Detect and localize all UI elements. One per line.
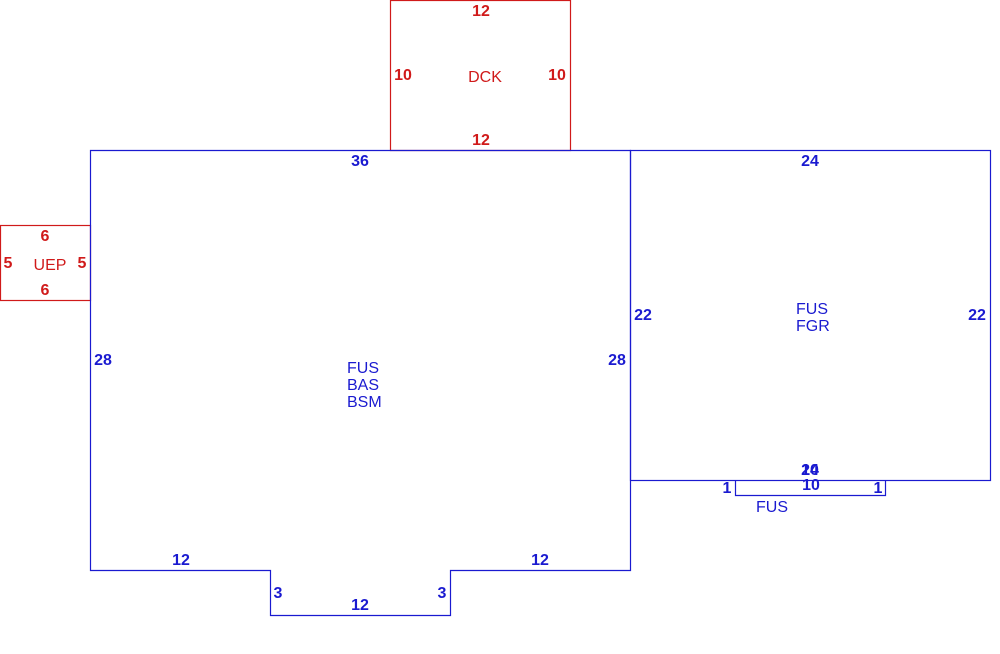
house-dim-bottom-right: 12 (531, 552, 549, 569)
garage-section: FUS FGR 24 22 22 24 10 (629, 149, 992, 482)
bay-dim-left: 1 (723, 480, 732, 497)
house-section: FUS BAS BSM 36 28 28 12 12 3 3 12 (89, 149, 632, 617)
house-label-line-2: BAS (347, 377, 379, 394)
bay-section: FUS 10 1 1 (723, 477, 887, 516)
bay-dim-top: 10 (802, 477, 820, 494)
garage-dim-bottom-b: 10 (801, 462, 819, 479)
porch-dim-bottom: 6 (41, 282, 50, 299)
house-dim-left: 28 (94, 352, 112, 369)
deck-dim-right: 10 (548, 67, 566, 84)
house-dim-notch-left: 3 (274, 585, 283, 602)
deck-dim-top: 12 (472, 3, 490, 20)
deck-dim-left: 10 (394, 67, 412, 84)
garage-dim-top: 24 (801, 153, 819, 170)
porch-dim-right: 5 (78, 255, 87, 272)
bay-outline (734, 480, 887, 497)
porch-dim-left: 5 (4, 255, 13, 272)
garage-label-line-1: FUS (796, 301, 828, 318)
garage-dim-left: 22 (634, 307, 652, 324)
porch-label: UEP (34, 257, 67, 274)
house-dim-right: 28 (608, 352, 626, 369)
porch-dim-top: 6 (41, 228, 50, 245)
deck-label: DCK (468, 69, 502, 86)
house-dim-bottom-left: 12 (172, 552, 190, 569)
garage-outline (629, 149, 992, 482)
house-dim-top: 36 (351, 153, 369, 170)
porch-section: UEP 6 5 5 6 (0, 224, 92, 302)
house-label-line-1: FUS (347, 360, 379, 377)
garage-dim-bottom-a: 24 (801, 462, 819, 479)
house-label-line-3: BSM (347, 394, 382, 411)
bay-dim-right: 1 (874, 480, 883, 497)
house-dim-notch-right: 3 (438, 585, 447, 602)
deck-dim-bottom: 12 (472, 132, 490, 149)
deck-section: DCK 12 10 10 12 (389, 0, 572, 152)
bay-label: FUS (756, 499, 788, 516)
garage-dim-right: 22 (968, 307, 986, 324)
garage-label-line-2: FGR (796, 318, 830, 335)
house-dim-notch-bottom: 12 (351, 597, 369, 614)
